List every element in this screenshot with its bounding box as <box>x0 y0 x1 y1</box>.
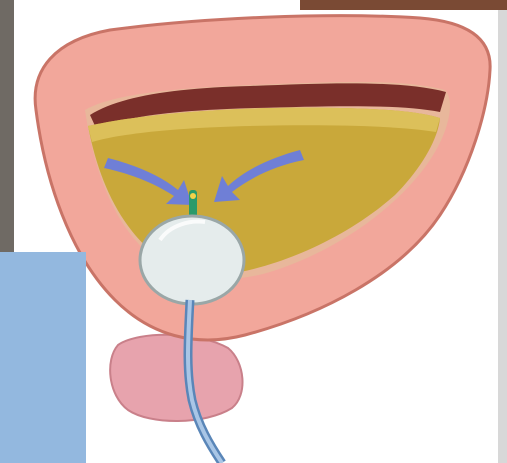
left-frame-edge <box>0 0 14 270</box>
prostate-gland <box>110 335 242 421</box>
top-photo-strip <box>300 0 507 10</box>
right-frame-edge <box>498 10 507 463</box>
blue-overlay-panel <box>0 252 86 463</box>
catheter-eyelet <box>190 193 196 199</box>
catheter-balloon <box>140 216 244 304</box>
